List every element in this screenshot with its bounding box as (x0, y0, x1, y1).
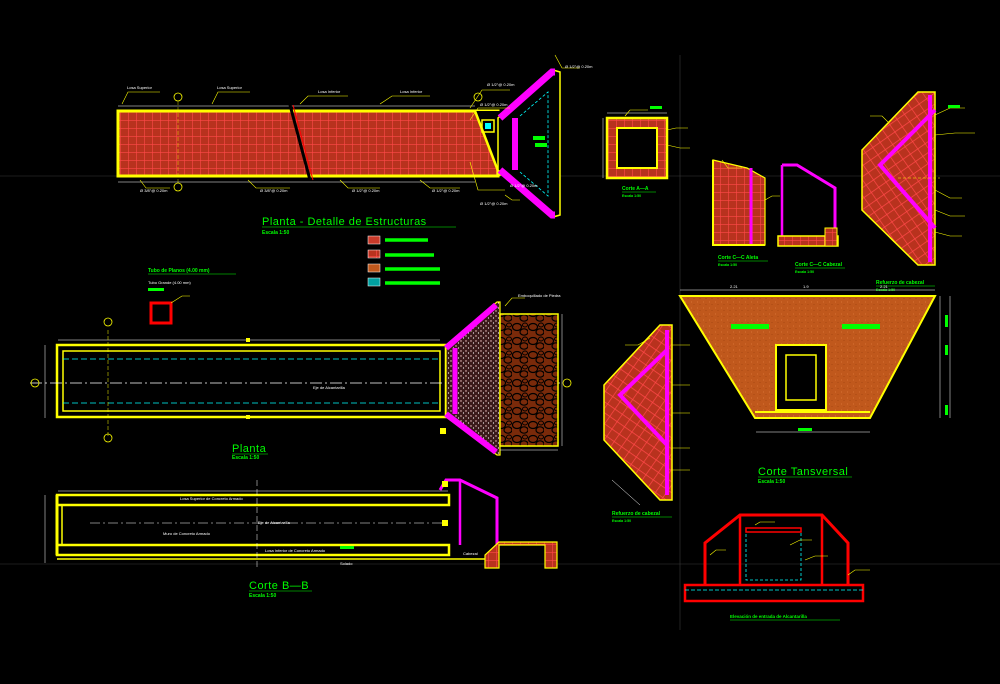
entry-elevation-title: Elevación de entrada de Alcantarilla (730, 614, 807, 619)
plan-label-top-3: Losa Inferior (318, 89, 341, 94)
pipe-title-block: Tubo de Planos (4.00 mm) Tubo Grande (4.… (148, 268, 236, 325)
plan-label-bottom-1: Ø 3/8"@ 0.20m (140, 188, 168, 193)
section-bb-axis: Eje de Alcantarilla (258, 520, 291, 525)
section-cc-wing-title: Corte C—C Aleta (718, 255, 758, 261)
section-bb-solado: Solado (340, 561, 353, 566)
plan-axis-label: Eje de Alcantarilla (313, 385, 346, 390)
pipe-title: Tubo de Planos (4.00 mm) (148, 268, 210, 274)
legend-swatch-stone (367, 277, 381, 287)
legend-swatch-soil (367, 263, 381, 273)
plan-body-outer (55, 343, 448, 419)
plan-label-top-1: Losa Superior (127, 85, 153, 90)
entry-elevation-view: Elevación de entrada de Alcantarilla (683, 513, 870, 621)
section-cc-cabezal-scale: Escala 1:50 (795, 270, 814, 274)
section-bb-bottom-slab: Losa Inferior de Concreto Armado (265, 548, 326, 553)
plan-label-right-1: Ø 1/2"@ 0.20m (487, 82, 515, 87)
plan-structures-view: Losa Superior Losa Superior Losa Inferio… (116, 54, 593, 236)
section-aa-view: Corte A—A Escala 1:50 (602, 106, 690, 198)
plan-label-bottom-5: Ø 1/2"@ 0.20m (480, 201, 508, 206)
section-aa-scale: Escala 1:50 (622, 194, 641, 198)
cross-dim-2: 1.9 (803, 284, 809, 289)
section-bb-scale: Escala 1:50 (249, 593, 276, 599)
cabezal-reinforcement-title: Refuerzo de cabezal (876, 280, 925, 286)
wing-reinforcement-scale: Escala 1:50 (612, 519, 631, 523)
section-aa-title: Corte A—A (622, 186, 649, 192)
section-bb-top-slab: Losa Superior de Concreto Armado (180, 496, 243, 501)
plan-label-bottom-2: Ø 3/8"@ 0.20m (260, 188, 288, 193)
wing-reinforcement-view: Refuerzo de cabezal Escala 1:50 (603, 324, 690, 523)
section-bb-wall: Muro de Concreto Armado (163, 531, 211, 536)
section-cc-wing-view: Corte C—C Aleta Escala 1:50 (712, 159, 780, 267)
plan-structures-scale: Escala 1:50 (262, 230, 289, 236)
plan-riprap (499, 313, 559, 447)
cabezal-reinforcement-view: Refuerzo de cabezal Escala 1:50 (861, 91, 975, 292)
cross-dim-3: 2.21 (880, 284, 889, 289)
section-cc-cabezal-title: Corte C—C Cabezal (795, 262, 843, 268)
plan-label-right-2: Ø 1/2"@ 0.20m (565, 64, 593, 69)
cross-section-title: Corte Tansversal (758, 466, 848, 478)
legend-swatch-rebar (367, 249, 381, 259)
cross-section-scale: Escala 1:50 (758, 479, 785, 485)
plan-structures-title: Planta - Detalle de Estructuras (262, 216, 427, 228)
cross-dim-1: 2.21 (730, 284, 739, 289)
plan-label-top-2: Losa Superior (217, 85, 243, 90)
legend-swatch-concrete (367, 235, 381, 245)
cross-section-view: 2.21 1.9 2.21 Corte Tansversal Escala 1:… (678, 284, 951, 485)
plan-title: Planta (232, 443, 267, 455)
plan-label-right-3: Ø 1/2"@ 0.20m (480, 102, 508, 107)
section-bb-title: Corte B—B (249, 580, 309, 592)
wing-reinforcement-title: Refuerzo de cabezal (612, 511, 661, 517)
plan-label-right-4: Ø 1/2"@ 0.20m (510, 183, 538, 188)
section-bb-cabezal: Cabezal (463, 551, 478, 556)
plan-label-bottom-4: Ø 1/2"@ 0.20m (432, 188, 460, 193)
section-cc-wing-scale: Escala 1:50 (718, 263, 737, 267)
section-bb-view: Losa Superior de Concreto Armado Eje de … (44, 478, 558, 599)
plan-view: Eje de Alcantarilla Emboquillado de Pied… (30, 293, 572, 461)
section-cc-cabezal-view: Corte C—C Cabezal Escala 1:50 (777, 163, 845, 274)
plan-label-bottom-3: Ø 1/2"@ 0.20m (352, 188, 380, 193)
pipe-note: Tubo Grande (4.00 mm) (148, 280, 191, 285)
legend (367, 235, 440, 287)
plan-riprap-label: Emboquillado de Piedra (518, 293, 561, 298)
plan-label-top-4: Losa Inferior (400, 89, 423, 94)
plan-scale: Escala 1:50 (232, 455, 259, 461)
plan-structures-body (116, 109, 500, 178)
